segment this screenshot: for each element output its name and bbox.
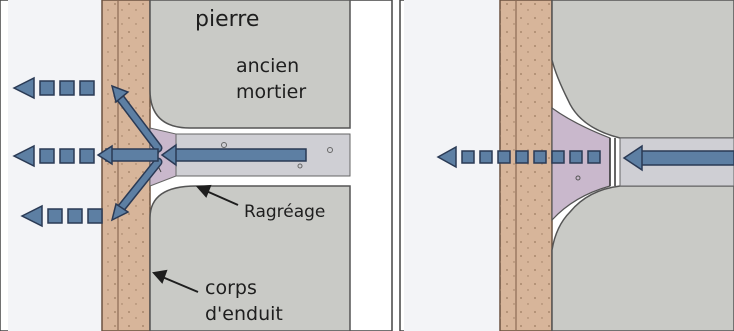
right-upper-stone	[552, 0, 734, 138]
right-panel	[400, 0, 734, 331]
left-panel: pierre ancien mortier Ragréage corps d'e…	[0, 0, 392, 331]
left-plaster-texture	[102, 0, 150, 331]
label-ragreage: Ragréage	[244, 202, 325, 222]
label-enduit: d'enduit	[205, 303, 283, 325]
right-lower-stone	[552, 186, 734, 331]
right-plaster-texture	[500, 0, 552, 331]
label-pierre: pierre	[195, 7, 259, 32]
left-outside-air	[8, 0, 102, 331]
label-ancien: ancien	[236, 55, 299, 77]
label-mortier: mortier	[236, 81, 306, 103]
label-corps: corps	[205, 277, 257, 299]
